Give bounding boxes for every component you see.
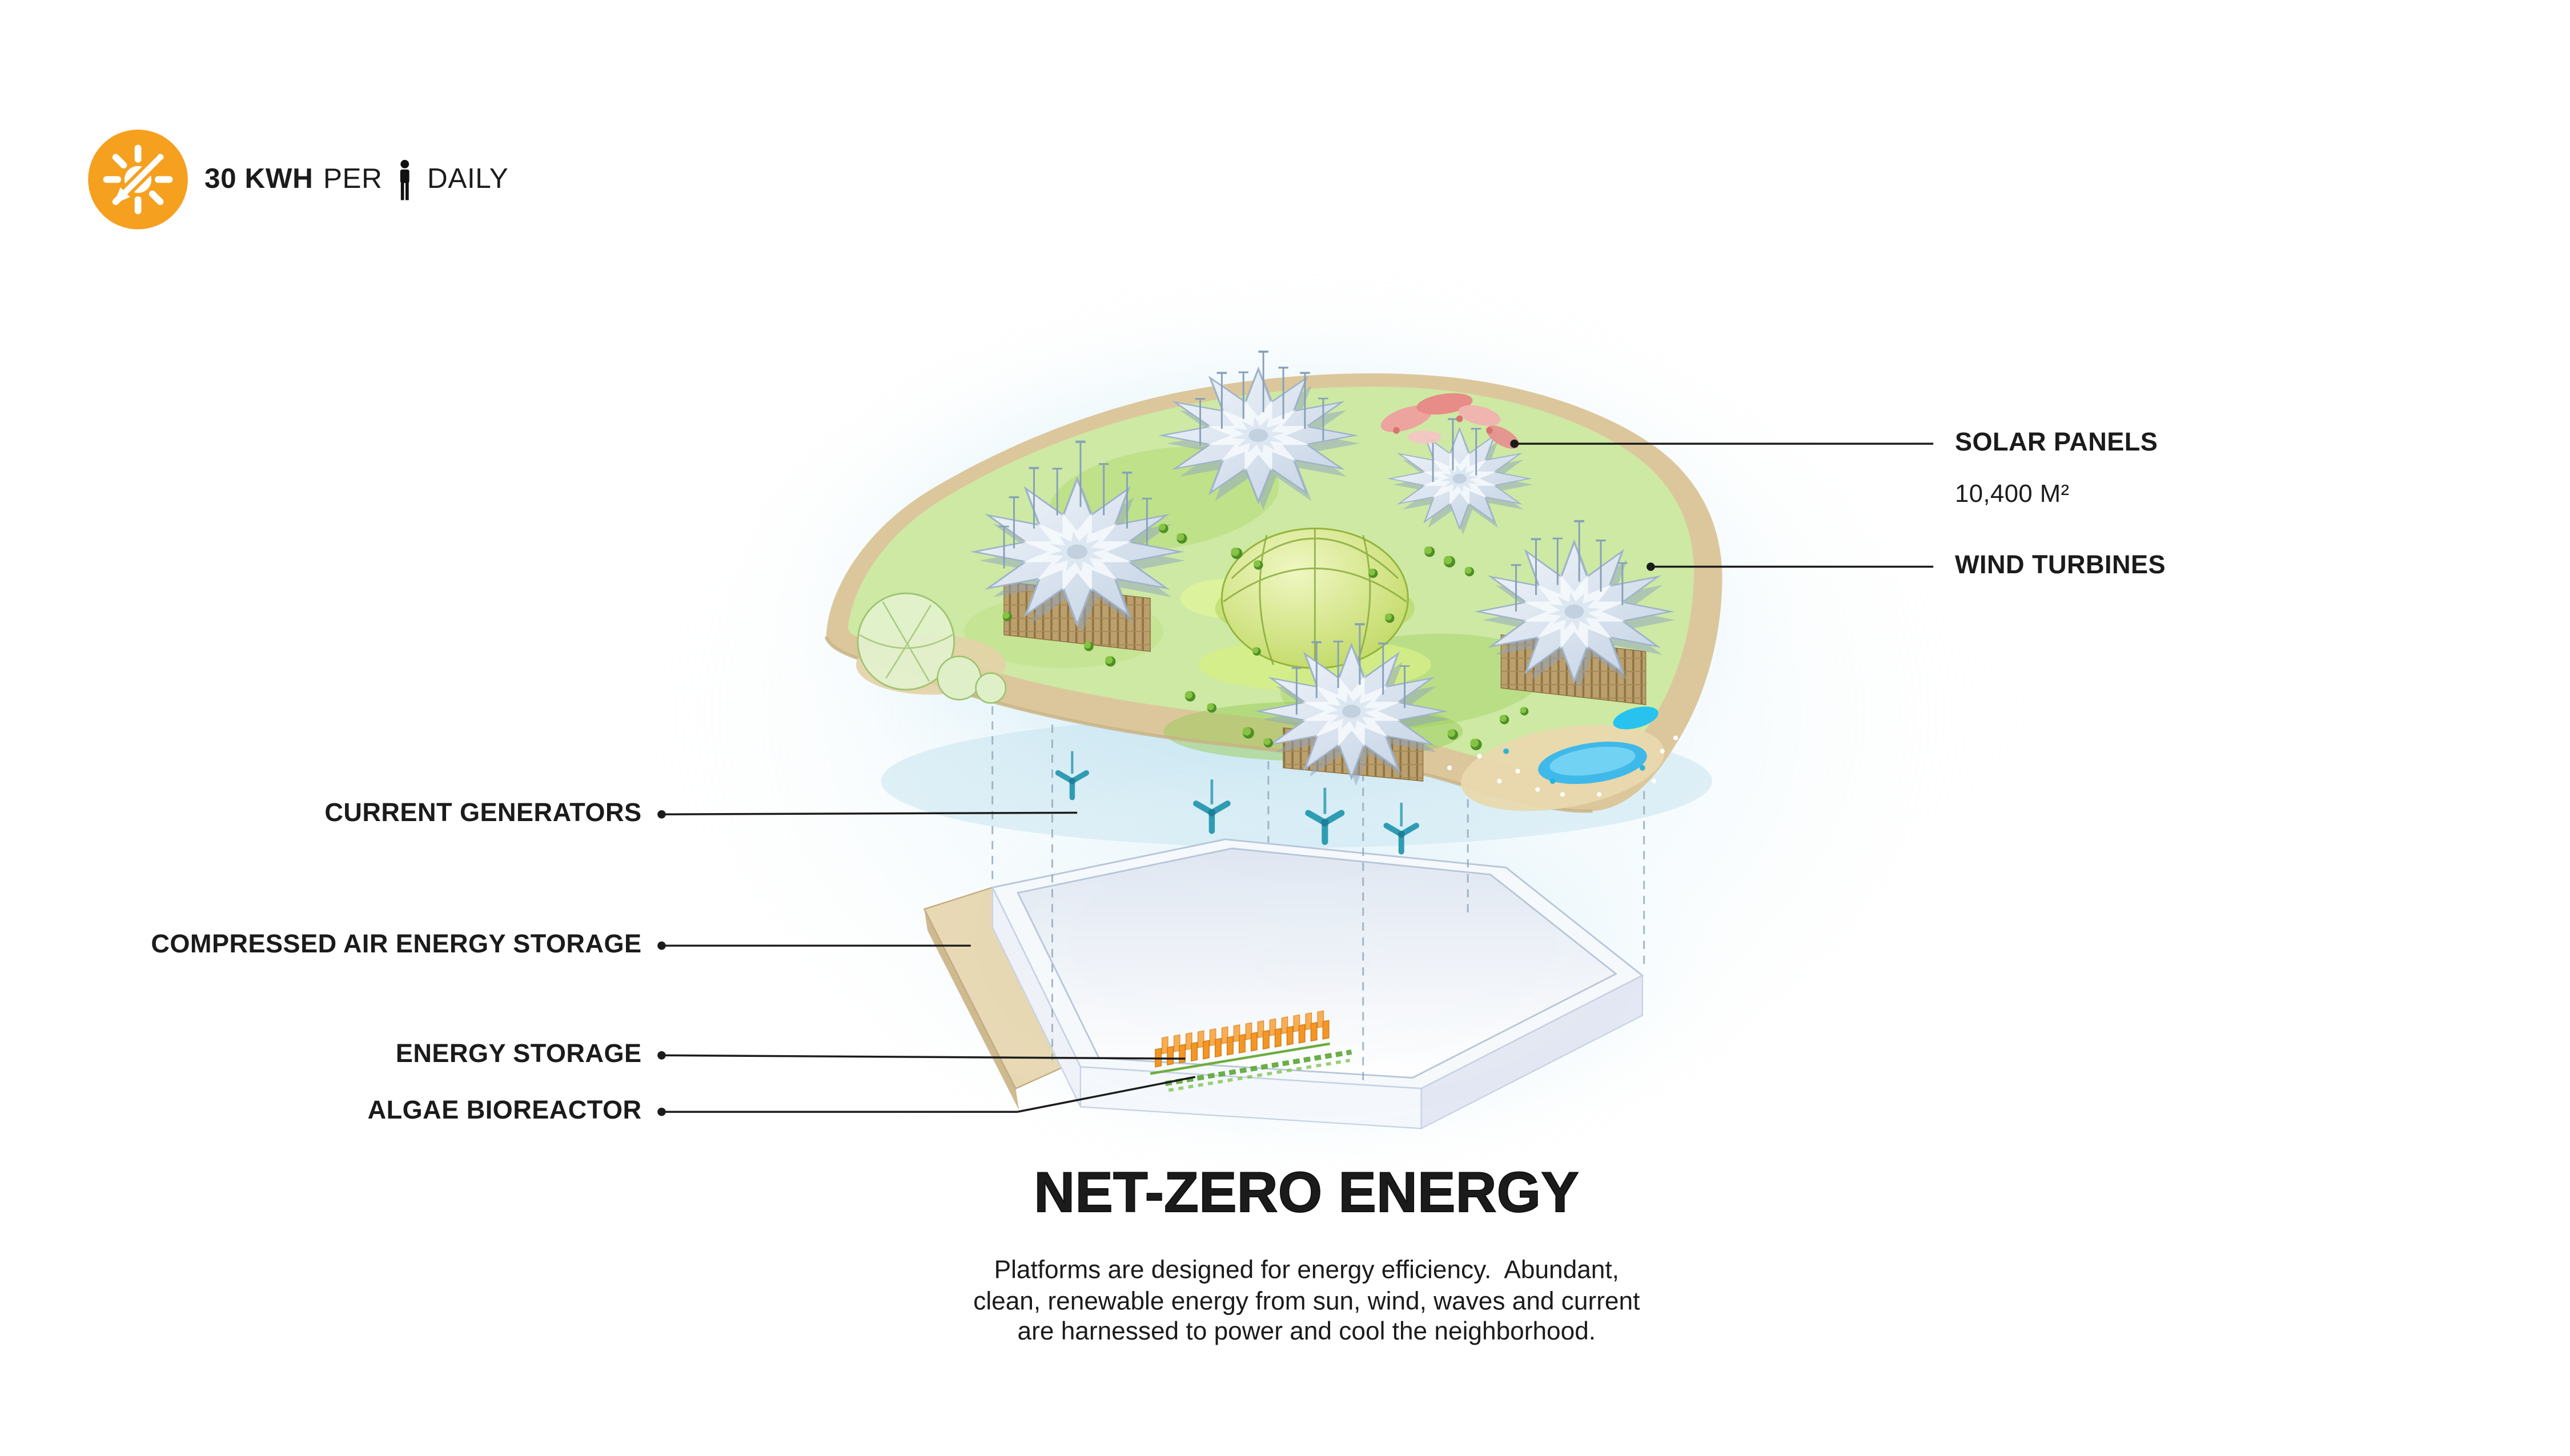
header-stat: 30 KWH PER DAILY: [88, 130, 508, 230]
leader-wind-turbines: [1647, 562, 1934, 571]
label-solar-panels: SOLAR PANELS: [1954, 428, 2158, 457]
swimming-pool: [1538, 706, 1659, 785]
stat-value: 30 KWH: [204, 163, 314, 195]
label-algae-bioreactor: ALGAE BIOREACTOR: [367, 1097, 642, 1125]
label-energy-storage: ENERGY STORAGE: [395, 1040, 642, 1069]
page-title: NET-ZERO ENERGY: [1034, 1161, 1580, 1226]
description-line: clean, renewable energy from sun, wind, …: [973, 1287, 1640, 1316]
leader-lines: [657, 439, 1934, 1116]
label-compressed-air-energy-storage: COMPRESSED AIR ENERGY STORAGE: [151, 930, 642, 959]
stat-per: PER: [323, 163, 383, 195]
stat-daily: DAILY: [427, 163, 509, 195]
person-icon: [394, 159, 416, 200]
platform-island: [824, 352, 1722, 825]
description: Platforms are designed for energy effici…: [973, 1256, 1640, 1349]
leader-current-generators: [657, 810, 1078, 819]
leader-algae-bioreactor: [657, 1076, 1196, 1116]
value-solar-panels-area: 10,400 M²: [1954, 480, 2070, 509]
leader-solar-panels: [1510, 439, 1934, 448]
greenhouse-domes: [857, 592, 1007, 704]
coral: [1380, 393, 1519, 449]
description-line: are harnessed to power and cool the neig…: [1017, 1318, 1596, 1347]
label-current-generators: CURRENT GENERATORS: [324, 799, 642, 828]
leader-energy-storage: [657, 1051, 1186, 1060]
guide-dashed-lines: [991, 706, 1645, 1084]
leader-compressed-air: [657, 941, 971, 950]
beach-people-dots: [1447, 735, 1678, 797]
description-line: Platforms are designed for energy effici…: [994, 1256, 1619, 1285]
sun-energy-icon: [88, 130, 188, 230]
underwater-hull: [923, 838, 1644, 1130]
stat-text: 30 KWH PER DAILY: [204, 159, 508, 200]
battery-array: [1155, 1010, 1330, 1068]
label-wind-turbines: WIND TURBINES: [1954, 552, 2166, 580]
algae-strip: [1150, 1042, 1352, 1092]
